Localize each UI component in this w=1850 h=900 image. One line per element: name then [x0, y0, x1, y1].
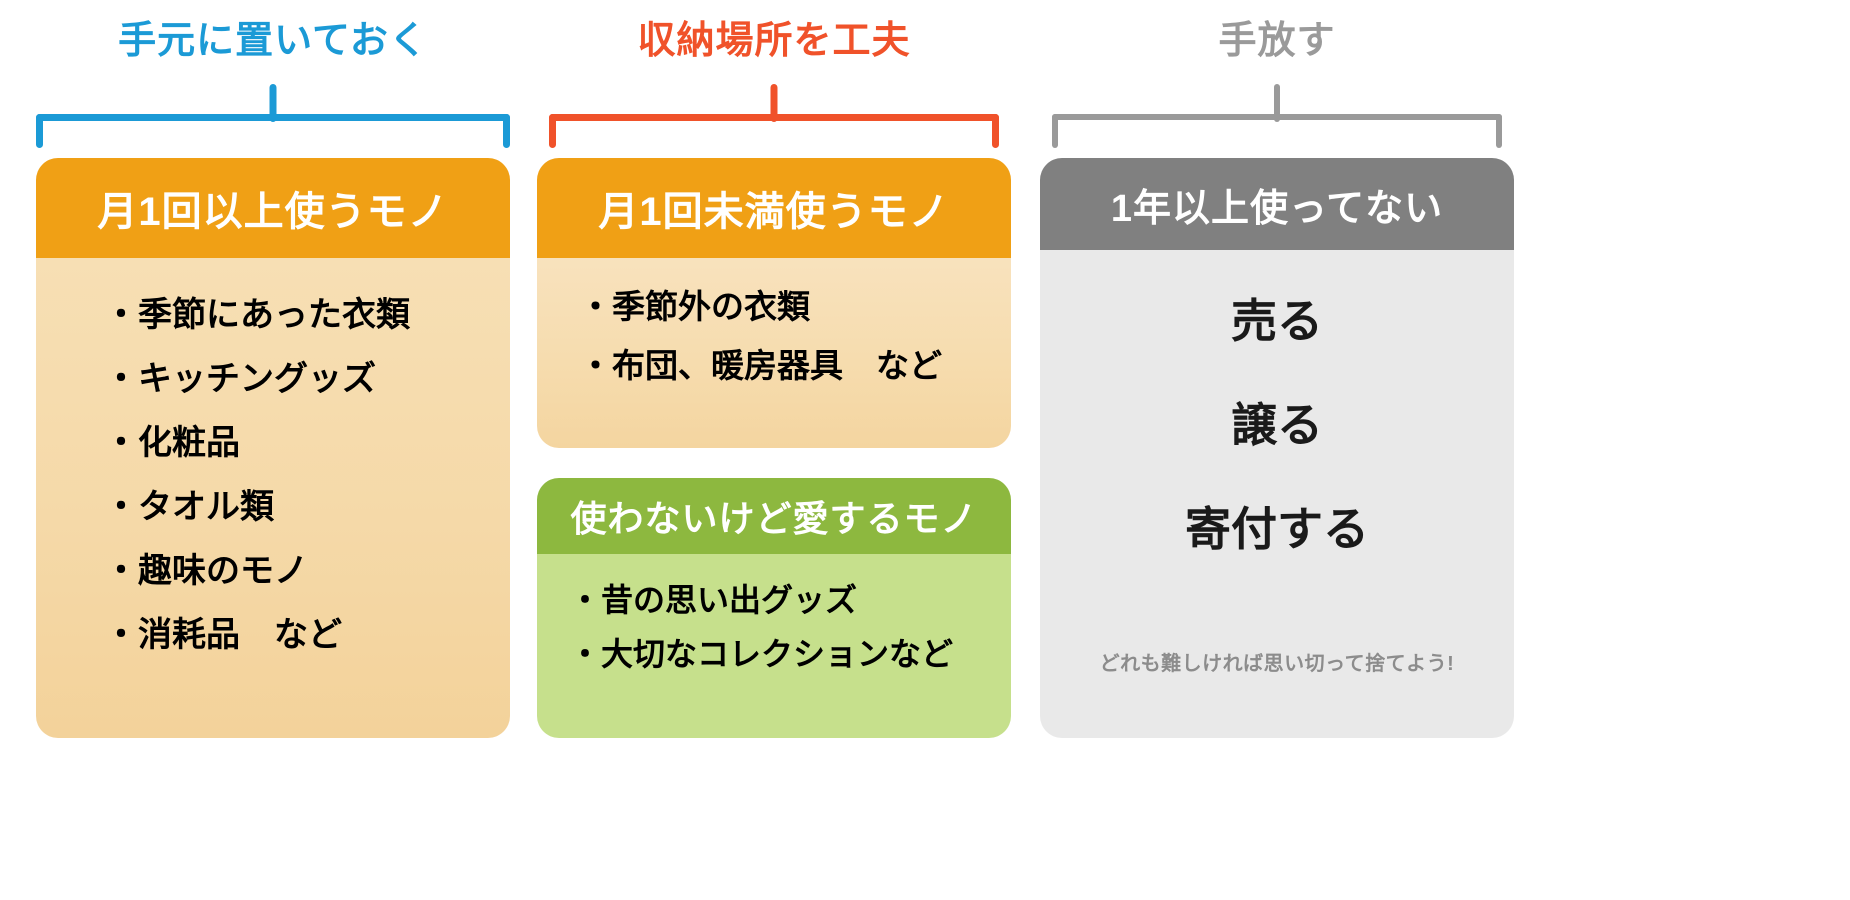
bracket-stem: [269, 84, 277, 122]
bracket-keep-at-hand: [36, 84, 510, 148]
group-store-cleverly: 収納場所を工夫: [549, 20, 999, 148]
card-title-monthly-plus: 月1回以上使うモノ: [36, 158, 510, 258]
bracket-leg-left: [1052, 114, 1058, 148]
list-monthly-plus: ・季節にあった衣類 ・キッチングッズ ・化粧品 ・タオル類 ・趣味のモノ ・消耗…: [36, 298, 510, 652]
bracket-leg-right: [503, 114, 510, 148]
action-list: 売る 譲る 寄付する: [1040, 250, 1514, 552]
card-monthly-plus[interactable]: 月1回以上使うモノ ・季節にあった衣類 ・キッチングッズ ・化粧品 ・タオル類 …: [36, 158, 510, 738]
group-keep-at-hand: 手元に置いておく: [36, 20, 510, 148]
bracket-bar: [549, 114, 999, 121]
card-title-monthly-less: 月1回未満使うモノ: [537, 158, 1011, 258]
bracket-stem: [770, 84, 778, 122]
bracket-leg-right: [992, 114, 999, 148]
list-item: ・昔の思い出グッズ: [569, 582, 858, 618]
list-item: ・大切なコレクションなど: [569, 636, 954, 672]
card-unused-over-year[interactable]: 1年以上使ってない 売る 譲る 寄付する どれも難しければ思い切って捨てよう!: [1040, 158, 1514, 738]
group-label-store-cleverly: 収納場所を工夫: [637, 20, 911, 62]
bracket-stem: [1274, 84, 1280, 122]
list-monthly-less: ・季節外の衣類 ・布団、暖房器具 など: [537, 290, 1011, 382]
list-item: ・布団、暖房器具 など: [579, 347, 942, 384]
bracket-bar: [1052, 114, 1502, 120]
card-body-unused: 売る 譲る 寄付する どれも難しければ思い切って捨てよう!: [1040, 250, 1514, 738]
footnote-discard: どれも難しければ思い切って捨てよう!: [1099, 653, 1455, 675]
list-item: ・キッチングッズ: [104, 360, 376, 398]
list-item: ・趣味のモノ: [104, 552, 308, 590]
card-body-loved: ・昔の思い出グッズ ・大切なコレクションなど: [537, 554, 1011, 738]
list-item: ・消耗品 など: [104, 616, 342, 654]
card-body-monthly-plus: ・季節にあった衣類 ・キッチングッズ ・化粧品 ・タオル類 ・趣味のモノ ・消耗…: [36, 258, 510, 738]
bracket-leg-left: [549, 114, 556, 148]
bracket-store-cleverly: [549, 84, 999, 148]
list-loved: ・昔の思い出グッズ ・大切なコレクションなど: [537, 584, 1011, 670]
card-title-unused: 1年以上使ってない: [1040, 158, 1514, 250]
card-title-loved: 使わないけど愛するモノ: [537, 478, 1011, 554]
list-item: ・季節にあった衣類: [104, 296, 410, 334]
action-item-sell: 売る: [1231, 295, 1323, 347]
bracket-leg-left: [36, 114, 43, 148]
group-label-let-go: 手放す: [1218, 20, 1336, 62]
bracket-leg-right: [1496, 114, 1502, 148]
card-loved-but-unused[interactable]: 使わないけど愛するモノ ・昔の思い出グッズ ・大切なコレクションなど: [537, 478, 1011, 738]
bracket-bar: [36, 114, 510, 121]
group-let-go: 手放す: [1052, 20, 1502, 148]
list-item: ・タオル類: [104, 488, 274, 526]
card-monthly-less[interactable]: 月1回未満使うモノ ・季節外の衣類 ・布団、暖房器具 など: [537, 158, 1011, 448]
card-body-monthly-less: ・季節外の衣類 ・布団、暖房器具 など: [537, 258, 1011, 448]
list-item: ・季節外の衣類: [579, 288, 810, 325]
group-label-keep-at-hand: 手元に置いておく: [118, 20, 428, 62]
action-item-give: 譲る: [1231, 399, 1323, 451]
bracket-let-go: [1052, 84, 1502, 148]
list-item: ・化粧品: [104, 424, 240, 462]
action-item-donate: 寄付する: [1185, 503, 1369, 555]
